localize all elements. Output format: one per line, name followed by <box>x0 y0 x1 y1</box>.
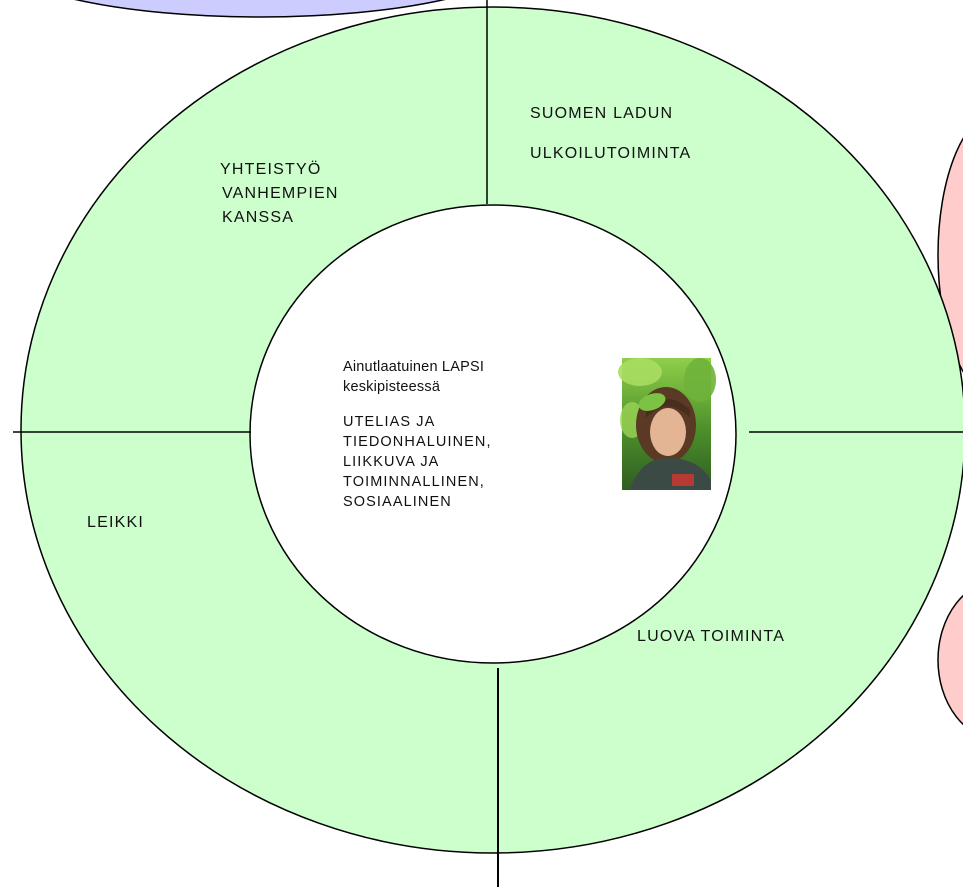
child-photo-icon <box>618 358 716 490</box>
trait-line: TOIMINNALLINEN, <box>343 474 485 490</box>
center-traits: UTELIAS JA TIEDONHALUINEN, LIIKKUVA JA T… <box>343 412 492 512</box>
sector-label-luova: LUOVA TOIMINTA <box>637 624 785 650</box>
center-title-line: Ainutlaatuinen LAPSI <box>343 359 485 375</box>
top-bubble <box>74 0 446 18</box>
trait-line: TIEDONHALUINEN, <box>343 434 492 450</box>
sector-text-line: LUOVA TOIMINTA <box>637 628 786 645</box>
sector-label-leikki: LEIKKI <box>87 510 144 536</box>
sector-text-line: SUOMEN LADUN <box>530 105 674 122</box>
sector-text-line: LEIKKI <box>87 514 145 531</box>
trait-line: LIIKKUVA JA <box>343 454 440 470</box>
center-title: Ainutlaatuinen LAPSI keskipisteessä <box>343 357 484 397</box>
trait-line: SOSIAALINEN <box>343 494 452 510</box>
sector-label-yhteistyo: YHTEISTYÖ VANHEMPIEN KANSSA <box>220 158 339 230</box>
sector-text-line: KANSSA <box>222 209 295 226</box>
sector-text-line: ULKOILUTOIMINTA <box>530 145 692 162</box>
sector-text-line: VANHEMPIEN <box>222 185 339 202</box>
sector-label-ulkoilu: SUOMEN LADUN ULKOILUTOIMINTA <box>530 94 691 174</box>
inner-circle <box>249 204 737 664</box>
center-title-line: keskipisteessä <box>343 379 441 395</box>
trait-line: UTELIAS JA <box>343 414 436 430</box>
sector-text-line: YHTEISTYÖ <box>220 161 322 178</box>
right-bubble-lower <box>937 594 963 726</box>
